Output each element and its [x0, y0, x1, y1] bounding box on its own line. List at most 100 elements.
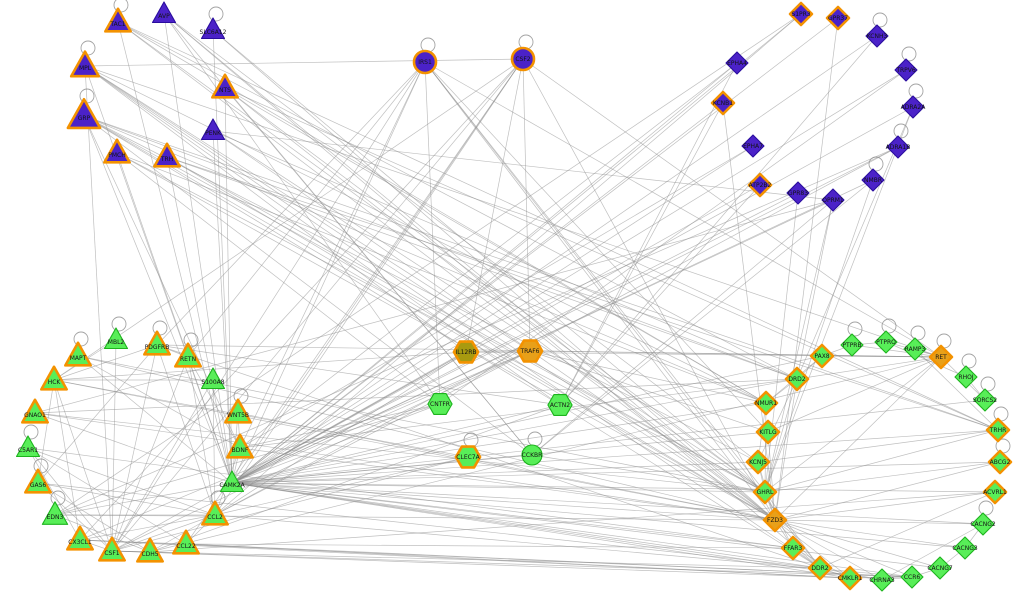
triangle-shape — [103, 327, 129, 350]
node-ACTN2[interactable]: ACTN2 — [547, 394, 573, 416]
node-OPRM1[interactable]: OPRM1 — [821, 188, 845, 212]
edge-IL12RB-CAMK2A — [231, 351, 467, 484]
node-CACNG7[interactable]: CACNG7 — [927, 556, 953, 580]
edge-ACTN2-PDGFRB — [156, 344, 561, 406]
node-GPR37[interactable]: GPR37 — [825, 5, 851, 31]
diamond-shape — [861, 168, 885, 192]
node-CMKLR1[interactable]: CMKLR1 — [838, 565, 863, 591]
node-AVP[interactable]: AVP — [151, 1, 177, 24]
edge-ACVRL1-FZD3 — [774, 491, 996, 521]
edge-IRS1-BDNF — [239, 61, 426, 449]
node-SLC6A12[interactable]: SLC6A12 — [200, 17, 227, 40]
edge-MAPT-BDNF — [77, 355, 241, 449]
node-CHRNA3[interactable]: CHRNA3 — [869, 568, 895, 592]
node-MAPT[interactable]: MAPT — [64, 341, 92, 367]
node-IRS1[interactable]: IRS1 — [412, 49, 438, 75]
edge-KCNH3-CAMK2A — [231, 35, 878, 484]
diamond-shape — [784, 366, 810, 392]
triangle-shape — [151, 1, 177, 24]
edge-CAMK2A-CACNG7 — [231, 482, 941, 569]
edge-IRS1-GHRL — [424, 61, 766, 493]
node-TRPV6[interactable]: TRPV6 — [894, 58, 918, 82]
edge-ATP2B2-CAMK2A — [231, 184, 761, 484]
diamond-shape — [953, 536, 977, 560]
edge-ABCG2-FZD3 — [774, 461, 1001, 521]
node-CCKBR[interactable]: CCKBR — [521, 444, 543, 466]
node-S100A8[interactable]: S100A8 — [200, 367, 226, 390]
edge-EDN3-FZD3 — [54, 514, 776, 521]
node-ADRA1B[interactable]: ADRA1B — [886, 135, 911, 159]
edge-EPHA4-CAMK2A — [231, 62, 738, 484]
node-PENK[interactable]: PENK — [200, 118, 226, 141]
edge-EPHA4-BDNF — [239, 62, 738, 449]
node-EPHA4[interactable]: EPHA4 — [725, 51, 749, 75]
self-loop-C5AR1 — [23, 424, 39, 440]
edge-GRP-TRHR — [83, 115, 999, 431]
node-RETN[interactable]: RETN — [174, 342, 202, 368]
node-GNAO1[interactable]: GNAO1 — [21, 398, 49, 424]
diamond-shape — [985, 417, 1011, 443]
circle-shape — [412, 49, 438, 75]
edge-CCL22-CMKLR1 — [185, 543, 851, 579]
node-CSF2[interactable]: CSF2 — [510, 46, 536, 72]
diamond-shape — [788, 1, 814, 27]
node-CLEC7A[interactable]: CLEC7A — [454, 445, 482, 469]
node-GPR83[interactable]: GPR83 — [786, 181, 810, 205]
node-SORCS2[interactable]: SORCS2 — [973, 388, 997, 412]
node-ADRA2A[interactable]: ADRA2A — [901, 95, 927, 119]
edge-ATP2B2-ACTN2 — [559, 184, 761, 406]
edge-CCL2-CSF1 — [111, 514, 216, 552]
edge-IRS1-CAMK2A — [231, 61, 426, 484]
node-ABCG2[interactable]: ABCG2 — [987, 449, 1013, 475]
node-MBL2[interactable]: MBL2 — [103, 327, 129, 350]
node-EPHA7[interactable]: EPHA7 — [741, 134, 765, 158]
edge-NTS-NMUR1 — [224, 87, 767, 404]
node-CNTFR[interactable]: CNTFR — [427, 393, 453, 415]
node-C5AR1[interactable]: C5AR1 — [15, 435, 41, 458]
edge-PENK-DRD2 — [212, 130, 798, 380]
self-loop-EDN3 — [50, 490, 66, 506]
node-NMBR[interactable]: NMBR — [861, 168, 885, 192]
node-PMCH[interactable]: PMCH — [103, 138, 131, 164]
edge-PMCH-NMUR1 — [116, 152, 767, 404]
self-loop-RAMP3 — [910, 325, 926, 341]
edge-OPRM1-GHRL — [764, 199, 834, 493]
edge-IL12RB-HCK — [53, 351, 467, 381]
diamond-shape — [865, 24, 889, 48]
node-ACVRL1[interactable]: ACVRL1 — [982, 479, 1008, 505]
edge-CAMK2A-TRHR — [231, 429, 999, 484]
triangle-shape — [21, 398, 49, 424]
node-GRP[interactable]: GRP — [66, 97, 102, 130]
node-KCNH3[interactable]: KCNH3 — [865, 24, 889, 48]
node-HCK[interactable]: HCK — [40, 365, 68, 391]
node-CACNG3[interactable]: CACNG3 — [952, 536, 978, 560]
edge-MPL-RET — [84, 65, 942, 358]
edge-GPR83-CAMK2A — [231, 192, 799, 484]
edge-GAS6-DDR2 — [37, 482, 821, 569]
edge-TRAF6-CSF1 — [111, 350, 531, 552]
edge-PDGFRB-CCL2 — [156, 344, 216, 516]
node-PTPRB[interactable]: PTPRB — [840, 333, 864, 357]
node-CACNG2[interactable]: CACNG2 — [970, 512, 996, 536]
edge-CAMK2A-CACNG2 — [231, 482, 984, 525]
node-TRAF6[interactable]: TRAF6 — [516, 339, 544, 363]
self-loop-RET — [936, 333, 952, 349]
edge-TRAF6-NMUR1 — [529, 350, 767, 404]
node-DDR2[interactable]: DDR2 — [807, 555, 833, 581]
node-PTPRO[interactable]: PTPRO — [874, 330, 898, 354]
node-MPL[interactable]: MPL — [69, 50, 101, 78]
node-TAC1[interactable]: TAC1 — [104, 7, 132, 33]
node-KCNB1[interactable]: KCNB1 — [710, 90, 736, 116]
self-loop-TRHR — [993, 406, 1009, 422]
edge-FZD3-CACNG2 — [774, 519, 984, 525]
edge-KITLG-FZD3 — [767, 431, 776, 521]
node-NTS[interactable]: NTS — [211, 73, 239, 99]
node-CCR6[interactable]: CCR6 — [900, 565, 924, 589]
node-RHOJ[interactable]: RHOJ — [954, 365, 978, 389]
edge-CAMK2A-FZD3 — [231, 482, 776, 521]
node-S1PR3[interactable]: S1PR3 — [788, 1, 814, 27]
edge-NMBR-GHRL — [764, 179, 874, 493]
edge-MPL-FZD3 — [84, 65, 776, 521]
edge-CAMK2A-SORCS2 — [231, 399, 986, 484]
node-IL12RB[interactable]: IL12RB — [452, 340, 480, 364]
